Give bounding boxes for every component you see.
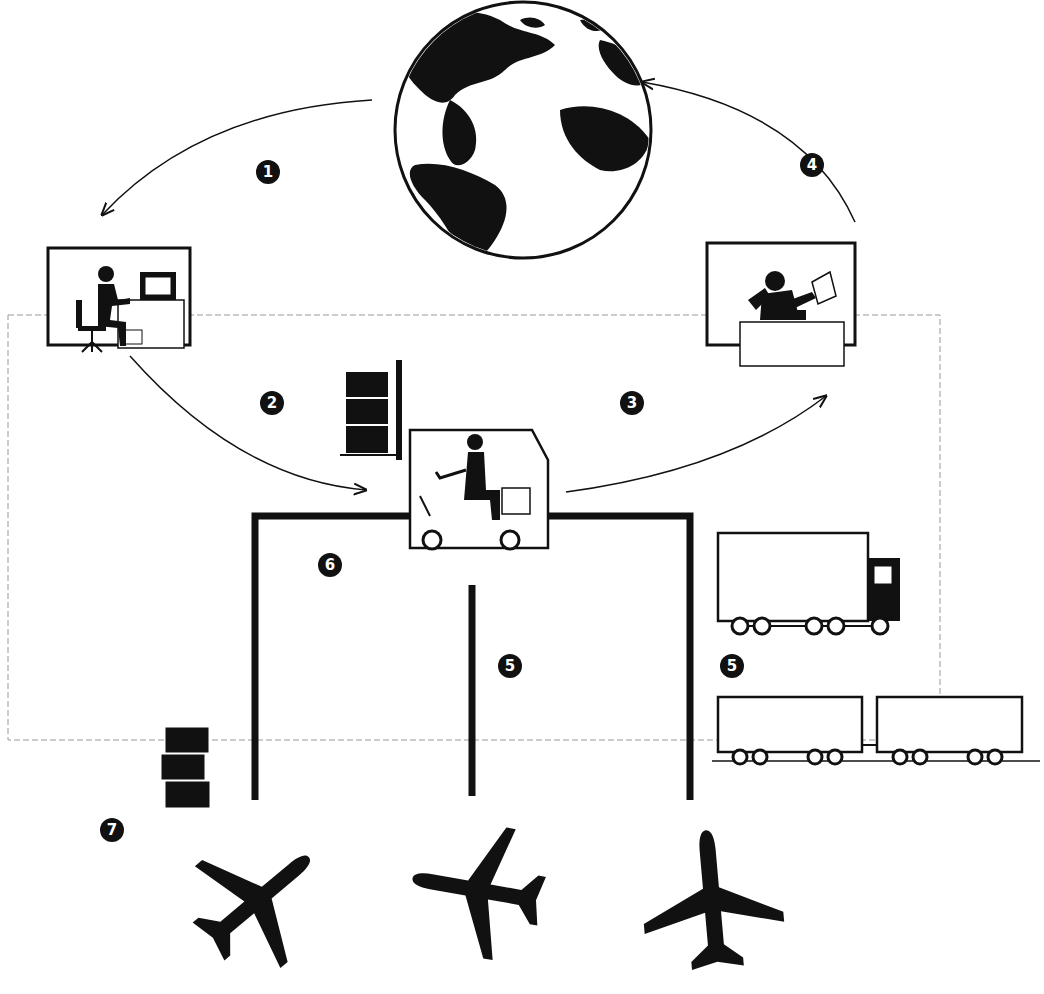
office-computer — [48, 248, 190, 352]
callout-number: 7 — [100, 818, 124, 842]
airplanes — [166, 806, 788, 992]
train — [712, 697, 1040, 764]
callout-number: 4 — [800, 153, 824, 177]
terminal-walls — [255, 516, 690, 800]
callout-number: 5 — [720, 654, 744, 678]
callout-number: 6 — [318, 553, 342, 577]
office-telephone — [707, 243, 855, 366]
cargo-boxes — [161, 727, 210, 808]
callout-number: 5 — [498, 654, 522, 678]
truck — [718, 533, 900, 634]
globe — [395, 2, 651, 263]
callout-number: 3 — [620, 391, 644, 415]
callout-number: 2 — [260, 391, 284, 415]
callout-number: 1 — [256, 160, 280, 184]
forklift — [340, 360, 548, 549]
